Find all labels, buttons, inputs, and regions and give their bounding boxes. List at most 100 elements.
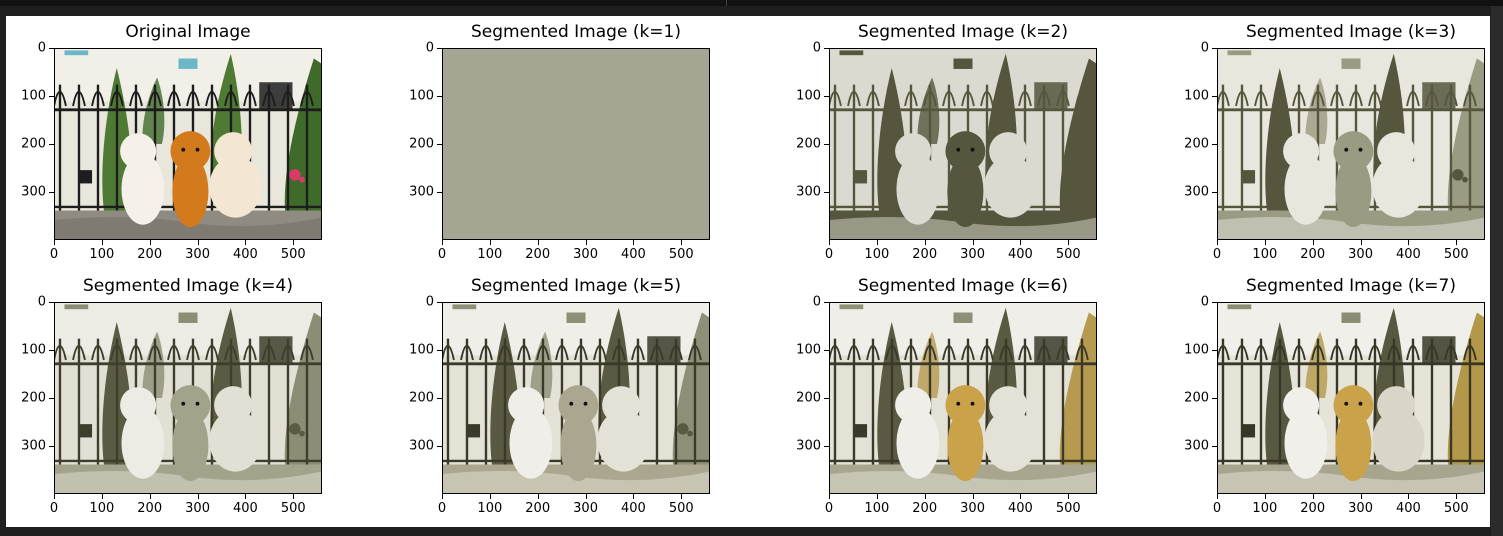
y-tick-mark [437, 446, 442, 447]
x-tick-mark [197, 240, 199, 245]
y-tick-label: 200 [21, 390, 46, 406]
y-tick-label: 100 [409, 88, 434, 104]
x-tick-mark [972, 494, 974, 499]
x-tick-mark [1264, 494, 1266, 499]
x-tick-label: 300 [185, 247, 210, 262]
x-tick-label: 200 [1300, 501, 1326, 516]
y-tick-label: 0 [812, 40, 821, 56]
x-tick-mark [876, 494, 878, 499]
x-tick-mark [876, 240, 878, 245]
y-tick-mark [824, 302, 829, 303]
y-tick-label: 100 [21, 342, 46, 358]
x-tick-label: 400 [621, 501, 646, 516]
y-tick-mark [49, 350, 54, 351]
y-tick-label: 200 [796, 390, 821, 406]
y-tick-label: 200 [1184, 136, 1209, 152]
x-tick-mark [1456, 240, 1458, 245]
y-tick-label: 200 [409, 136, 434, 152]
x-tick-label: 0 [1212, 247, 1222, 262]
x-tick-label: 400 [1396, 247, 1421, 262]
y-tick-mark [1212, 350, 1217, 351]
subplot-title: Segmented Image (k=5) [471, 276, 681, 296]
image-axes [829, 302, 1097, 494]
x-tick-label: 300 [960, 247, 985, 262]
y-tick-mark [824, 446, 829, 447]
x-tick-label: 400 [233, 501, 258, 516]
x-tick-label: 400 [233, 247, 258, 262]
x-tick-mark [1360, 494, 1362, 499]
subplot-title: Segmented Image (k=6) [858, 276, 1068, 296]
x-tick-label: 500 [1055, 501, 1081, 516]
x-tick-mark [54, 240, 55, 245]
y-tick-mark [824, 350, 829, 351]
y-tick-mark [437, 192, 442, 193]
x-tick-label: 400 [621, 247, 646, 262]
y-tick-label: 0 [37, 40, 46, 56]
x-tick-label: 100 [864, 501, 890, 516]
x-tick-label: 0 [49, 501, 59, 516]
x-tick-label: 500 [668, 501, 694, 516]
y-tick-label: 300 [1184, 438, 1209, 454]
top-toolbar-strip [0, 0, 1503, 6]
x-tick-label: 100 [89, 247, 115, 262]
x-tick-label: 200 [912, 501, 938, 516]
y-tick-label: 300 [409, 184, 434, 200]
x-tick-mark [633, 494, 635, 499]
x-tick-label: 200 [1300, 247, 1326, 262]
y-tick-mark [1212, 302, 1217, 303]
y-tick-label: 100 [796, 342, 821, 358]
x-tick-mark [1408, 240, 1410, 245]
y-tick-mark [437, 144, 442, 145]
x-tick-mark [1360, 240, 1362, 245]
image-axes [1217, 48, 1485, 240]
x-tick-label: 500 [280, 247, 306, 262]
y-tick-mark [437, 302, 442, 303]
x-tick-label: 400 [1008, 501, 1033, 516]
x-tick-label: 200 [525, 247, 551, 262]
y-tick-label: 300 [796, 184, 821, 200]
x-tick-mark [829, 494, 830, 499]
x-tick-label: 100 [864, 247, 890, 262]
x-tick-mark [633, 240, 635, 245]
y-tick-mark [824, 398, 829, 399]
image-axes [442, 48, 710, 240]
x-tick-label: 300 [1348, 247, 1373, 262]
y-tick-label: 0 [37, 294, 46, 310]
x-tick-label: 200 [137, 501, 163, 516]
scrollbar-track[interactable] [1491, 6, 1503, 536]
subplot-image [1218, 49, 1484, 239]
x-tick-label: 300 [573, 247, 598, 262]
y-tick-label: 100 [1184, 342, 1209, 358]
x-tick-mark [442, 494, 443, 499]
x-tick-mark [1068, 240, 1070, 245]
image-axes [829, 48, 1097, 240]
subplot-title: Segmented Image (k=3) [1246, 22, 1456, 42]
subplot-image [1218, 303, 1484, 493]
y-tick-mark [49, 144, 54, 145]
y-tick-mark [1212, 144, 1217, 145]
x-tick-label: 0 [437, 247, 447, 262]
x-tick-mark [1217, 240, 1218, 245]
subplot-image [830, 303, 1096, 493]
subplot-image [55, 303, 321, 493]
x-tick-mark [101, 494, 103, 499]
x-tick-label: 100 [477, 247, 503, 262]
y-tick-mark [1212, 96, 1217, 97]
x-tick-mark [1312, 240, 1314, 245]
x-tick-label: 0 [1212, 501, 1222, 516]
y-tick-label: 0 [425, 294, 434, 310]
subplot-title: Segmented Image (k=4) [83, 276, 293, 296]
x-tick-mark [1408, 494, 1410, 499]
subplot-image [830, 49, 1096, 239]
x-tick-mark [1264, 240, 1266, 245]
x-tick-mark [681, 494, 683, 499]
y-tick-label: 300 [21, 184, 46, 200]
x-tick-label: 400 [1008, 247, 1033, 262]
x-tick-label: 100 [1252, 501, 1278, 516]
x-tick-label: 400 [1396, 501, 1421, 516]
y-tick-mark [824, 96, 829, 97]
x-tick-label: 0 [437, 501, 447, 516]
x-tick-label: 0 [49, 247, 59, 262]
